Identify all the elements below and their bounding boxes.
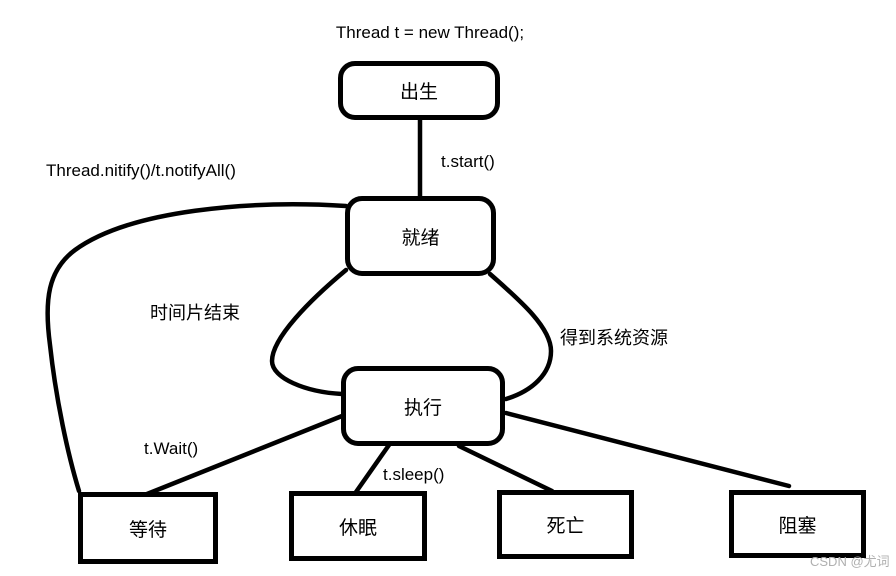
node-born-label: 出生 [399,82,438,103]
edge-running-waiting [144,413,345,497]
diagram-title: Thread t = new Thread(); [335,23,525,42]
edge-label-sleep: t.sleep() [383,465,445,484]
edge-label-notify: Thread.nitify()/t.notifyAll() [46,161,236,180]
edge-label-get-resources: 得到系统资源 [560,328,668,348]
node-waiting-label: 等待 [128,519,167,541]
node-dead: 死亡 [497,490,634,559]
node-sleeping: 休眠 [289,491,427,561]
node-running: 执行 [341,366,505,446]
edge-running-ready-timeslice-curve [269,267,349,397]
node-ready-label: 就绪 [401,227,440,249]
edge-label-start: t.start() [441,152,495,171]
node-waiting: 等待 [78,492,218,564]
node-blocked: 阻塞 [729,490,866,558]
node-dead-label: 死亡 [546,516,585,537]
node-running-label: 执行 [403,397,442,419]
edge-running-dead [456,443,555,494]
edge-running-blocked [503,410,792,489]
csdn-watermark: CSDN @尤词 [810,554,890,569]
edge-running-sleeping [353,442,392,495]
node-ready: 就绪 [345,196,496,276]
node-sleeping-label: 休眠 [338,517,377,539]
edge-label-time-slice: 时间片结束 [150,303,240,323]
edge-label-wait: t.Wait() [144,439,199,458]
node-blocked-label: 阻塞 [778,515,817,537]
edge-waiting-ready-notify-curve [45,202,349,494]
node-born: 出生 [338,61,500,120]
edge-ready-running-resources-curve [487,271,554,402]
